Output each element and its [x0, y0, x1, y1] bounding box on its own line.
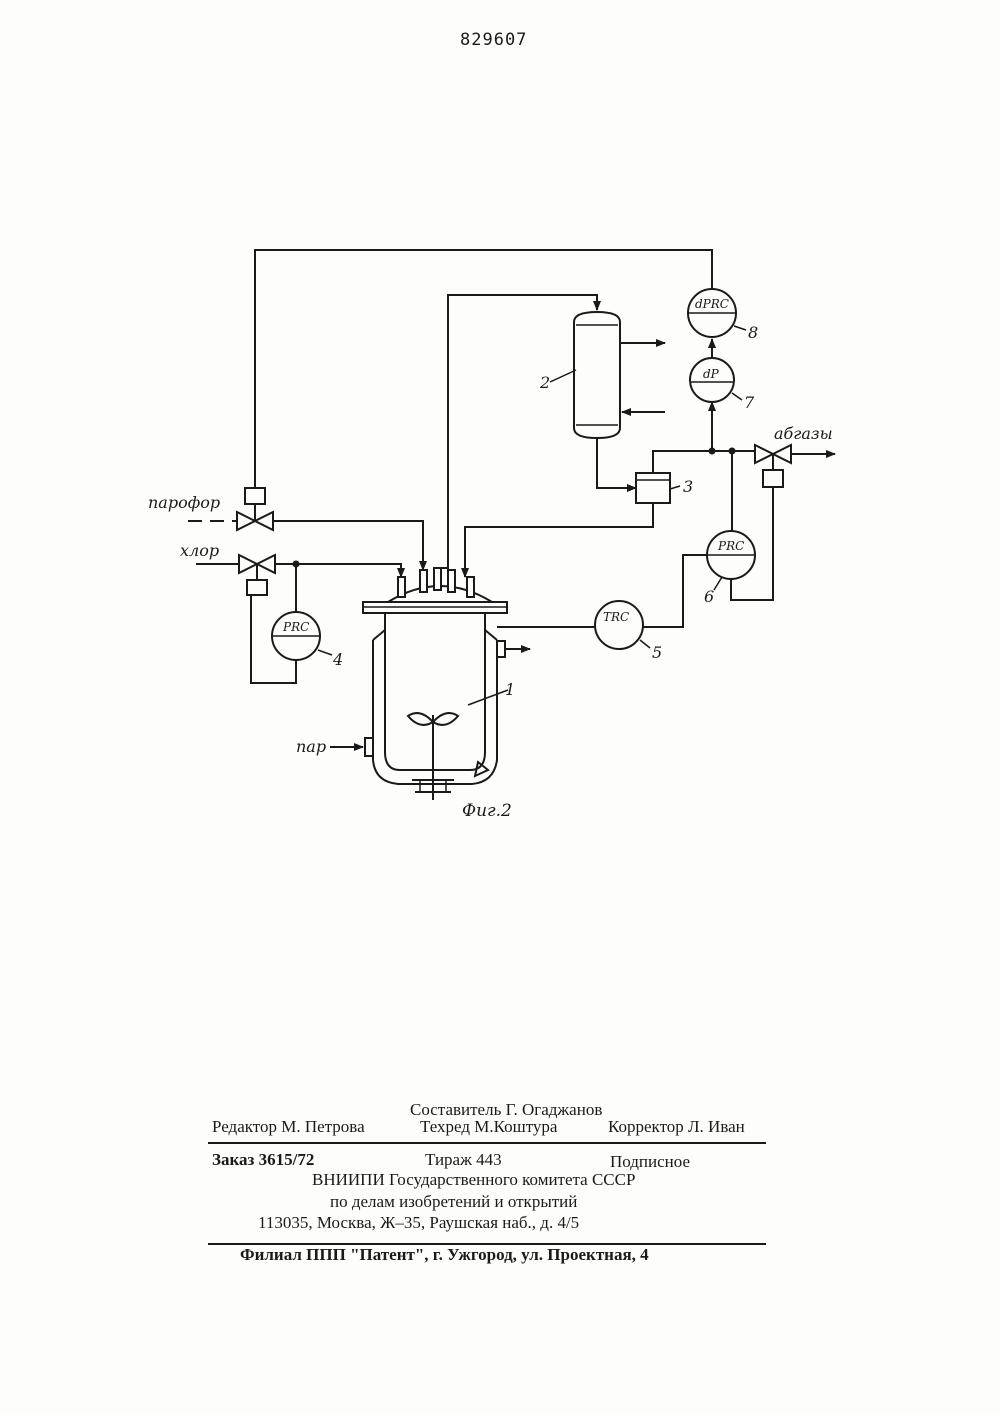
position-7: 7 [744, 393, 755, 412]
imprint-editor: Редактор М. Петрова [212, 1117, 365, 1137]
imprint-subscription: Подписное [610, 1152, 690, 1172]
imprint-org-line2: по делам изобретений и открытий [330, 1192, 577, 1212]
valve-offgas [755, 445, 791, 487]
imprint-order: Заказ 3615/72 [212, 1150, 314, 1170]
valve-chlorine [239, 555, 275, 595]
imprint-org-line1: ВНИИПИ Государственного комитета СССР [312, 1170, 635, 1190]
label-steam: пар [296, 737, 326, 756]
figure-caption: Фиг.2 [462, 801, 512, 821]
reactor-1 [330, 568, 530, 800]
imprint-rule-top [208, 1142, 766, 1144]
imprint-techred: Техред М.Коштура [420, 1117, 557, 1137]
condenser-2 [550, 312, 665, 438]
position-4: 4 [332, 650, 343, 669]
valve-parofor [237, 488, 273, 530]
imprint-address: 113035, Москва, Ж–35, Раушская наб., д. … [258, 1213, 579, 1233]
imprint-branch: Филиал ППП "Патент", г. Ужгород, ул. Про… [240, 1245, 649, 1265]
position-2: 2 [539, 373, 550, 392]
label-offgas: абгазы [774, 424, 833, 443]
dp-7-label: dP [703, 367, 720, 381]
position-6: 6 [704, 587, 714, 606]
trc-5-label: TRC [603, 610, 629, 624]
imprint-circulation: Тираж 443 [425, 1150, 502, 1170]
position-5: 5 [652, 643, 662, 662]
label-parofor: парофор [148, 493, 220, 512]
dprc-8-label: dPRC [695, 297, 729, 311]
position-8: 8 [748, 323, 758, 342]
position-3: 3 [683, 477, 693, 496]
separator-3 [636, 473, 680, 503]
imprint-corrector: Корректор Л. Иван [608, 1117, 745, 1137]
position-1: 1 [505, 680, 515, 699]
instrument-trc-5 [595, 601, 650, 649]
label-chlorine: хлор [180, 541, 219, 560]
prc-6-label: PRC [717, 539, 744, 553]
prc-4-label: PRC [282, 620, 309, 634]
